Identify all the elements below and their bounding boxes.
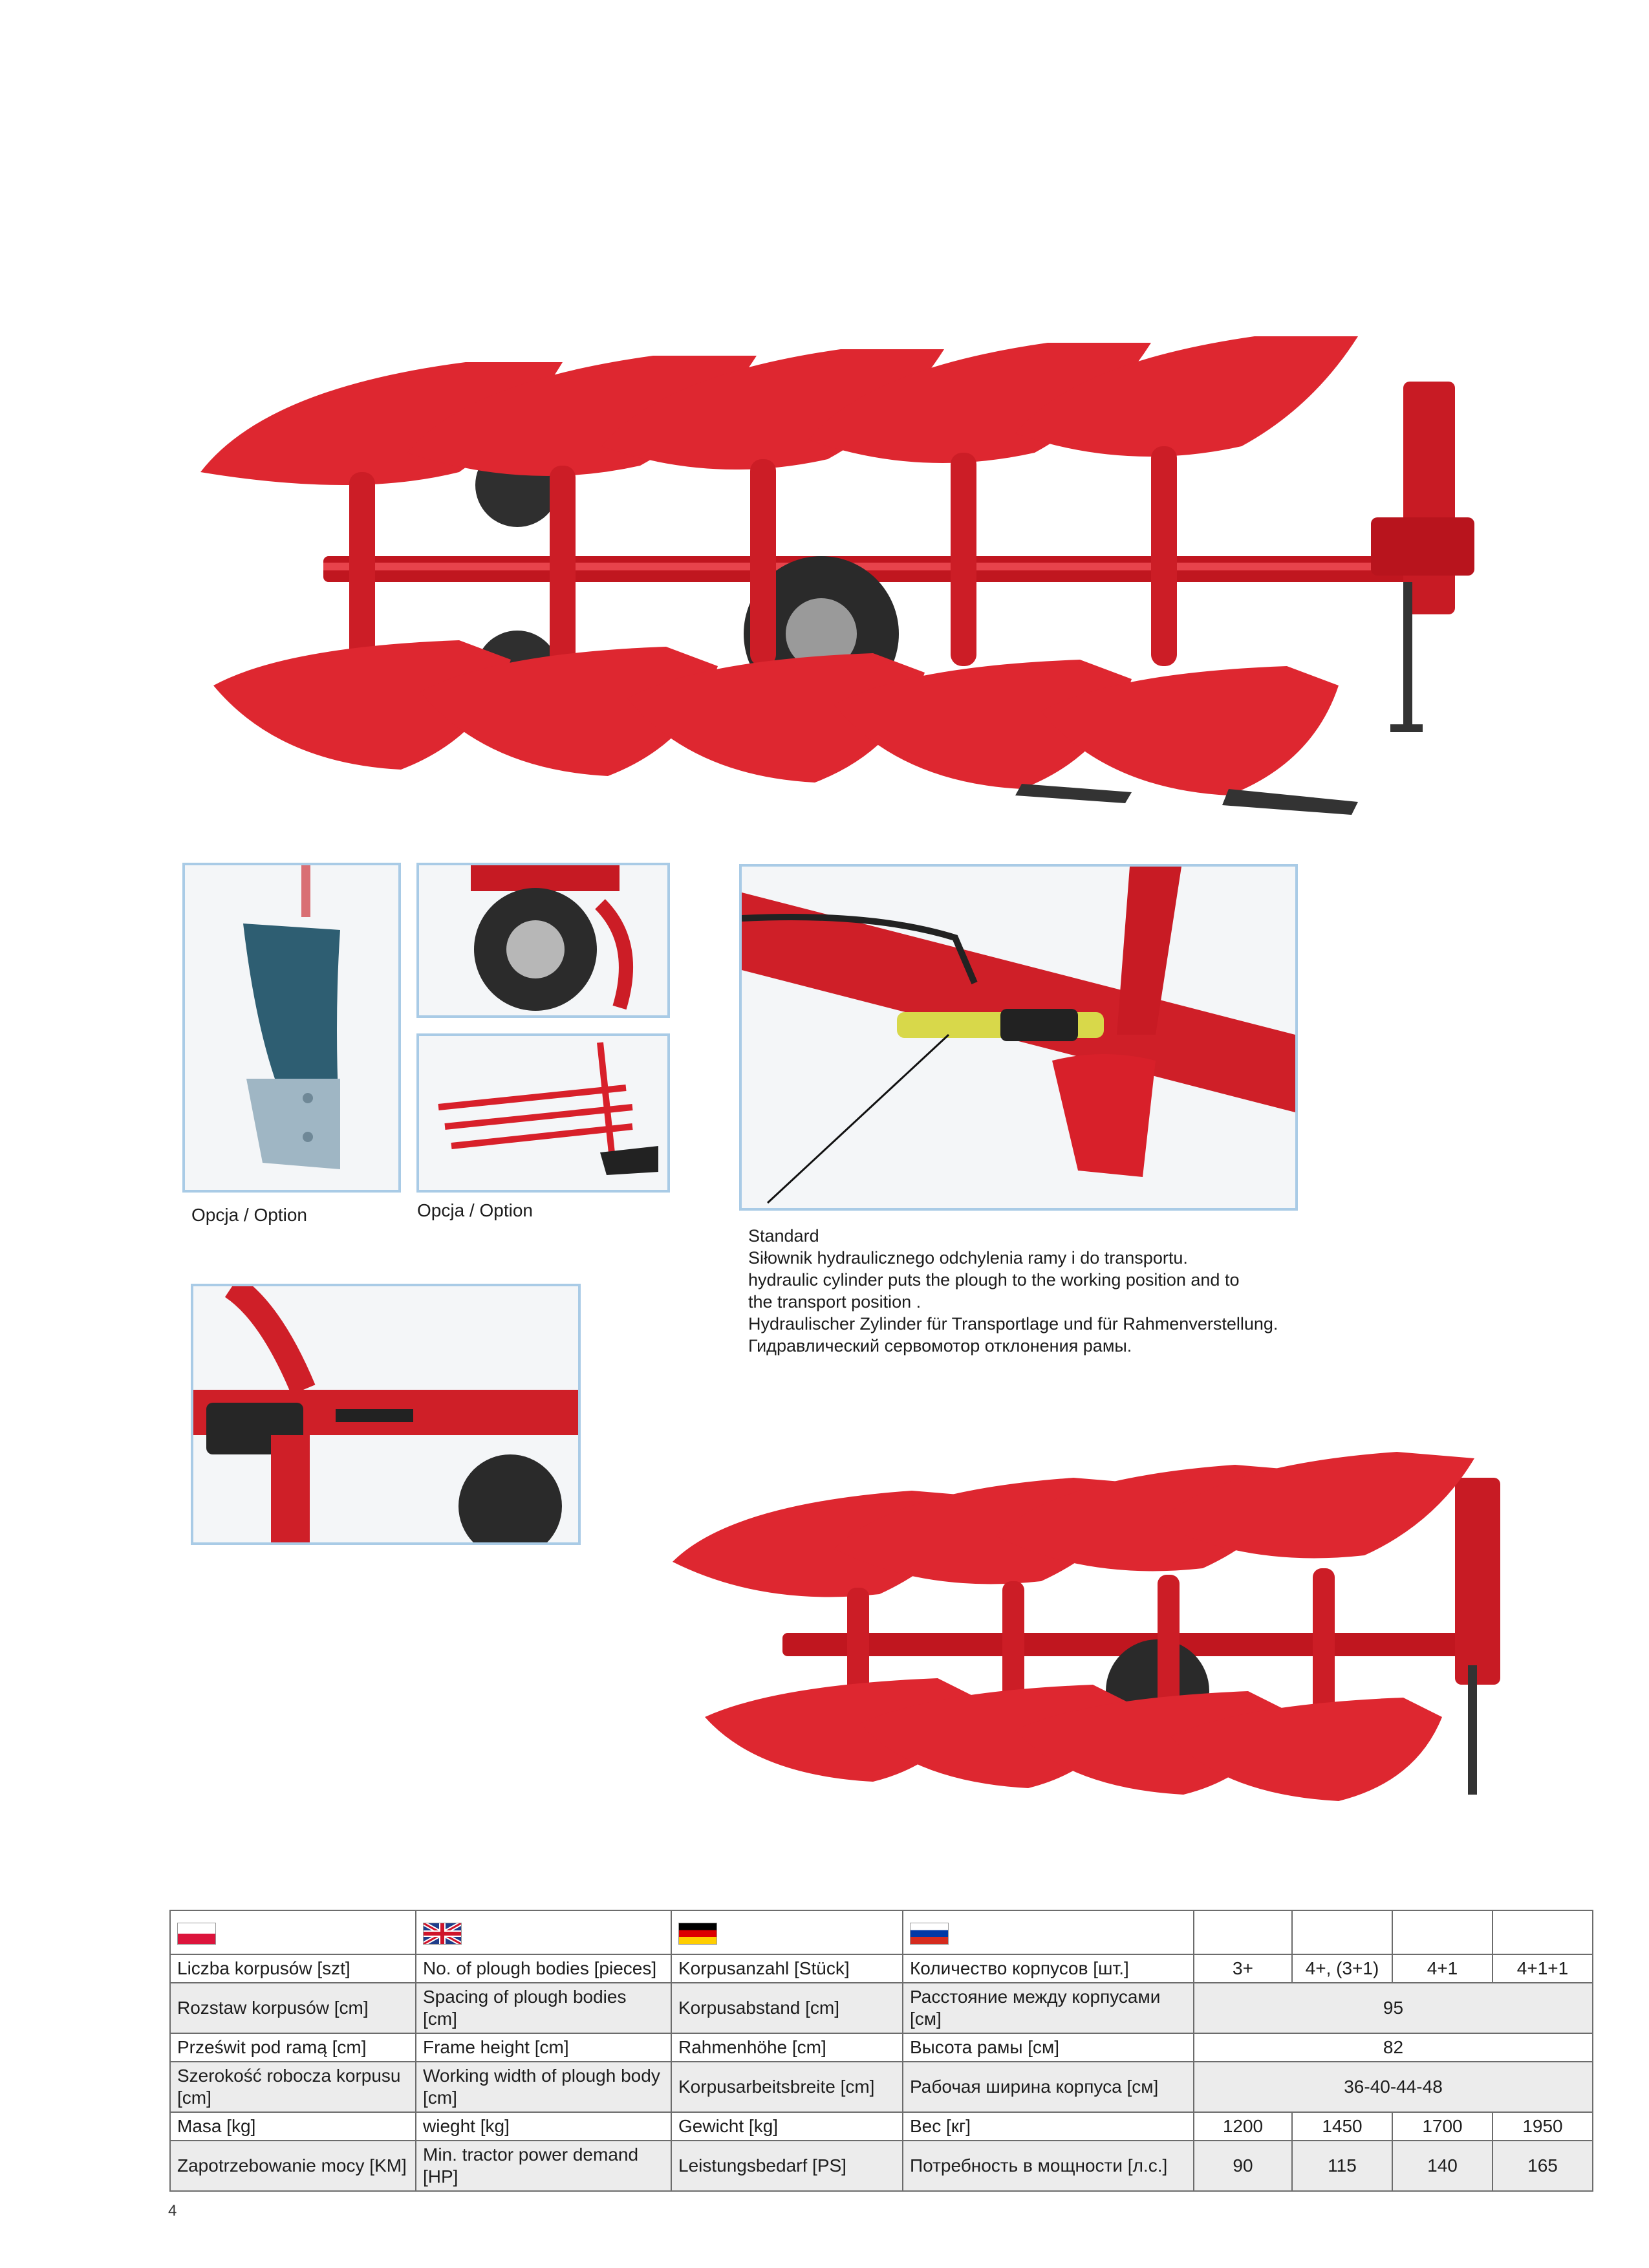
spec-value: 4+, (3+1) [1291,1954,1393,1983]
spec-value: 115 [1291,2140,1393,2192]
flag-uk-icon [423,1923,462,1945]
table-row: Rozstaw korpusów [cm]Spacing of plough b… [169,1982,1593,2034]
standard-caption-title: Standard [748,1226,819,1246]
standard-caption-pl: Siłownik hydraulicznego odchylenia ramy … [748,1248,1188,1268]
spec-value: 90 [1193,2140,1293,2192]
standard-caption: Standard Siłownik hydraulicznego odchyle… [748,1225,1304,1357]
spec-value-merged: 95 [1193,1982,1593,2034]
option-wheel-photo [416,863,670,1018]
flag-cell-ru [902,1910,1194,1955]
spec-label-ru: Высота рамы [см] [902,2033,1194,2062]
flag-ru-icon [910,1923,949,1945]
spec-label-de: Gewicht [kg] [671,2111,903,2141]
table-row: Masa [kg]wieght [kg]Gewicht [kg]Вес [кг]… [169,2111,1593,2141]
spec-label-ru: Вес [кг] [902,2111,1194,2141]
standard-caption-en-2: the transport position . [748,1292,921,1312]
spec-label-en: wieght [kg] [415,2111,672,2141]
option-skimmer-photo [416,1033,670,1193]
standard-caption-ru: Гидравлический сервомотор отклонения рам… [748,1336,1132,1355]
spec-table-body: Liczba korpusów [szt]No. of plough bodie… [169,1954,1593,2192]
spec-value: 1450 [1291,2111,1393,2141]
flag-de-icon [678,1923,717,1945]
spec-label-pl: Szerokość robocza korpusu [cm] [169,2061,416,2113]
option-caption-2: Opcja / Option [417,1200,533,1220]
spec-label-en: Frame height [cm] [415,2033,672,2062]
table-row: Zapotrzebowanie mocy [KM]Min. tractor po… [169,2140,1593,2192]
spec-label-pl: Rozstaw korpusów [cm] [169,1982,416,2034]
spec-table-flags-row [169,1910,1593,1955]
table-row: Szerokość robocza korpusu [cm]Working wi… [169,2061,1593,2113]
spec-label-de: Rahmenhöhe [cm] [671,2033,903,2062]
option-share-photo [182,863,401,1193]
plough-side-photo [666,1452,1571,1808]
headstock-detail-photo [191,1284,581,1545]
spec-table: Liczba korpusów [szt]No. of plough bodie… [169,1910,1593,2192]
spec-label-pl: Masa [kg] [169,2111,416,2141]
spec-value: 4+1 [1392,1954,1493,1983]
flag-cell-de [671,1910,903,1955]
spec-label-en: Min. tractor power demand [HP] [415,2140,672,2192]
spec-label-en: Spacing of plough bodies [cm] [415,1982,672,2034]
hydraulic-cylinder-photo [739,864,1298,1211]
flag-cell-pl [169,1910,416,1955]
spec-value: 3+ [1193,1954,1293,1983]
spec-label-de: Korpusabstand [cm] [671,1982,903,2034]
spec-label-pl: Liczba korpusów [szt] [169,1954,416,1983]
spec-label-de: Korpusarbeitsbreite [cm] [671,2061,903,2113]
spec-value-merged: 36-40-44-48 [1193,2061,1593,2113]
spec-value-merged: 82 [1193,2033,1593,2062]
table-row: Prześwit pod ramą [cm]Frame height [cm]R… [169,2033,1593,2062]
standard-caption-de: Hydraulischer Zylinder für Transportlage… [748,1314,1278,1334]
spec-value: 1950 [1492,2111,1593,2141]
spec-label-ru: Рабочая ширина корпуса [см] [902,2061,1194,2113]
flag-pl-icon [177,1923,216,1945]
spec-label-ru: Потребность в мощности [л.с.] [902,2140,1194,2192]
spec-value: 165 [1492,2140,1593,2192]
spec-label-pl: Prześwit pod ramą [cm] [169,2033,416,2062]
spec-value: 1200 [1193,2111,1293,2141]
spec-value: 4+1+1 [1492,1954,1593,1983]
spec-label-de: Leistungsbedarf [PS] [671,2140,903,2192]
spec-label-en: No. of plough bodies [pieces] [415,1954,672,1983]
spec-label-ru: Количество корпусов [шт.] [902,1954,1194,1983]
spec-label-ru: Расстояние между корпусами [см] [902,1982,1194,2034]
spec-value: 140 [1392,2140,1493,2192]
spec-label-en: Working width of plough body [cm] [415,2061,672,2113]
standard-caption-en-1: hydraulic cylinder puts the plough to th… [748,1270,1240,1290]
main-plough-photo [188,323,1552,821]
page-number: 4 [168,2202,177,2219]
spec-label-pl: Zapotrzebowanie mocy [KM] [169,2140,416,2192]
flag-cell-uk [415,1910,672,1955]
table-row: Liczba korpusów [szt]No. of plough bodie… [169,1954,1593,1983]
spec-value: 1700 [1392,2111,1493,2141]
spec-label-de: Korpusanzahl [Stück] [671,1954,903,1983]
option-caption-1: Opcja / Option [191,1205,307,1225]
